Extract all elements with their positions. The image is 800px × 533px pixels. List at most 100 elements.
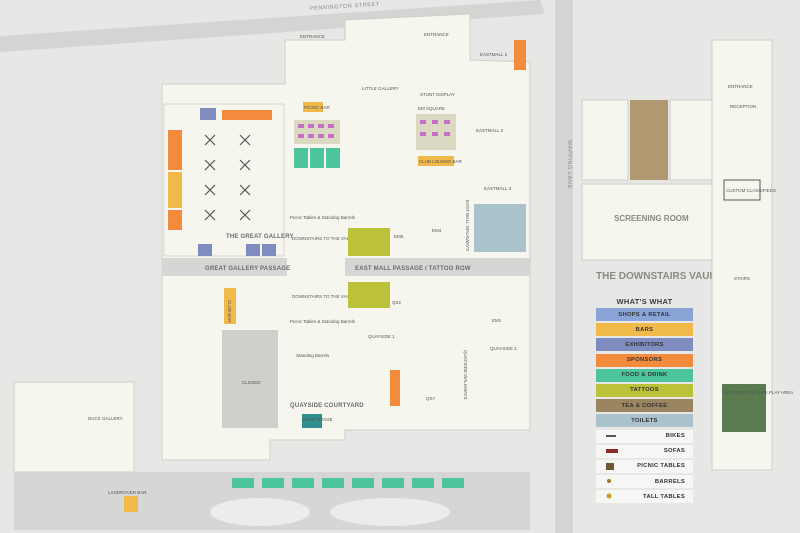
custom-classifieds <box>723 179 761 201</box>
picnic-area <box>294 120 340 144</box>
picnic-bar-label: PICNIC BAR <box>304 105 331 110</box>
qs2-label: QS2 <box>392 300 402 305</box>
quayside2-label: QUAYSIDE 2 <box>490 346 517 351</box>
music-stage-label: MUSIC STAGE <box>302 417 333 422</box>
qs7-label: QS7 <box>426 396 436 401</box>
legend-picnic-label: PICNIC TABLES <box>637 463 685 470</box>
closed-area <box>222 330 278 428</box>
quayside1-label: QUAYSIDE 1 <box>368 334 395 339</box>
legend-sponsors: SPONSORS <box>596 353 693 367</box>
quayside-walkways-label: QUAYSIDE WALKWAYS <box>463 350 468 400</box>
east-mall-passage-label: EAST MALL PASSAGE / TATTOO ROW <box>355 266 471 272</box>
legend-barrels: BARRELS <box>596 475 693 489</box>
landrover-bar <box>124 496 138 512</box>
stunt-display-label: STUNT DISPLAY <box>420 92 455 97</box>
great-gallery <box>163 103 285 257</box>
entrance-west-label: ENTRANCE <box>300 34 325 39</box>
legend-tall-tables: TALL TABLES <box>596 490 693 504</box>
entrance-right-label: ENTRANCE <box>728 84 753 89</box>
em5-label: EM5 <box>394 234 404 239</box>
sponsor-booth <box>168 130 182 170</box>
exhibitor-booth <box>262 244 276 256</box>
toilets <box>474 204 526 252</box>
legend: WHAT'S WHAT SHOPS & RETAIL BARS EXHIBITO… <box>596 296 693 505</box>
club-bar-label: CLUB BAR <box>227 300 232 323</box>
little-gallery-label: LITTLE GALLERY <box>362 86 399 91</box>
tea-coffee-block <box>630 100 668 180</box>
legend-title: WHAT'S WHAT <box>616 297 673 306</box>
custom-classifieds-label: CUSTOM CLASSIFIEDS <box>726 188 776 193</box>
legend-picnic: PICNIC TABLES <box>596 459 693 473</box>
legend-tall-tables-label: TALL TABLES <box>643 493 685 500</box>
reception-label: RECEPTION <box>730 104 756 109</box>
bar-booth <box>168 172 182 208</box>
food-stall <box>326 148 340 168</box>
great-gallery-passage-label: GREAT GALLERY PASSAGE <box>205 266 290 272</box>
sofa-icon <box>606 448 618 453</box>
sponsor-booth <box>222 110 272 120</box>
sponsor-booth <box>168 210 182 230</box>
vaults-upper-right <box>669 99 715 181</box>
downstairs-label-2: DOWNSTAIRS TO THE VAULTS <box>292 294 358 299</box>
legend-tea: TEA & COFFEE <box>596 399 693 413</box>
tall-table-icon <box>606 493 612 499</box>
vaults-upper-left <box>581 99 629 181</box>
street-east-label: WAPPING LANE <box>566 140 572 189</box>
picnic-bar <box>303 102 323 112</box>
landrover-bar-label: LANDROVER BAR <box>108 490 147 495</box>
downstairs-vaults-label: THE DOWNSTAIRS VAULTS <box>596 271 728 282</box>
legend-bars: BARS <box>596 323 693 337</box>
em-square-label: EM SQUARE <box>418 106 445 111</box>
picnic-tables <box>298 124 334 138</box>
lawn-left <box>210 498 310 526</box>
club-bar <box>224 288 236 324</box>
legend-bikes: BIKES <box>596 429 693 443</box>
picnic-standing-label-2: Picnic Tables & Standing Barrels <box>290 319 356 324</box>
music-stage <box>302 414 322 428</box>
legend-shops: SHOPS & RETAIL <box>596 308 693 321</box>
legend-food: FOOD & DRINK <box>596 368 693 382</box>
club-lounge-bar <box>418 156 454 166</box>
sponsor-booth <box>390 370 400 406</box>
club-lounge-bar-label: CLUB LOUNGE BAR <box>419 159 463 164</box>
screening-room <box>581 183 715 261</box>
legend-exhibitors: EXHIBITORS <box>596 338 693 352</box>
bikes-great-gallery <box>204 134 251 221</box>
em4-label: EM4 <box>432 228 442 233</box>
screening-room-label: SCREENING ROOM <box>614 214 689 223</box>
pennington-street <box>0 0 545 52</box>
passage-east <box>345 258 530 276</box>
passage-west <box>162 258 287 276</box>
standing-barrels-label: Standing Barrels <box>296 353 330 358</box>
legend-bikes-label: BIKES <box>665 433 685 439</box>
tattoo-block-qs <box>348 282 390 308</box>
wapping-lane <box>555 0 573 533</box>
great-gallery-label: THE GREAT GALLERY <box>226 234 294 240</box>
eastmall1-label: EASTMALL 1 <box>480 52 508 57</box>
legend-toilets: TOILETS <box>596 414 693 428</box>
barrel-icon <box>607 479 611 484</box>
kids-tents-area <box>722 384 766 432</box>
lawn-right <box>330 498 450 526</box>
em1-label: EM1 <box>492 318 502 323</box>
eastmall3-label: EASTMALL 3 <box>484 186 512 191</box>
bike-icon <box>606 434 616 437</box>
picnic-table-icon <box>606 462 614 470</box>
exhibitor-booth <box>246 244 260 256</box>
closed-label: CLOSED <box>242 380 261 385</box>
sponsor-booth <box>514 40 526 70</box>
quayside-courtyard-label: QUAYSIDE COURTYARD <box>290 403 364 409</box>
street-north-label: PENNINGTON STREET <box>310 2 380 12</box>
legend-barrels-label: BARRELS <box>654 478 685 485</box>
picnic-standing-label-1: Picnic Tables & Standing Barrels <box>290 215 356 220</box>
stairs-label: STAIRS <box>734 276 750 281</box>
tattoo-block-em5 <box>348 228 390 256</box>
east-mall-walkways-label: EAST MALL WALKWAYS <box>465 200 470 251</box>
legend-tattoos: TATTOOS <box>596 383 693 397</box>
entrance-east-label: ENTRANCE <box>424 32 449 37</box>
food-stall <box>294 148 308 168</box>
kids-tents-label: KIDS TENTS & SAFE PLAY AREA <box>724 390 793 395</box>
picnic-tables-em <box>420 120 450 136</box>
exhibitor-booth <box>198 244 212 256</box>
